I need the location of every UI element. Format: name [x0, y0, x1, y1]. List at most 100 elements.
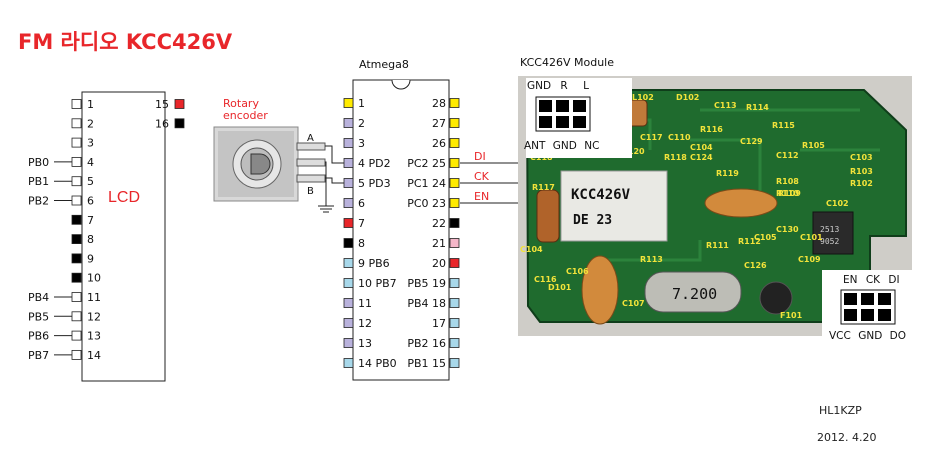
lcd-pin-15-number: 15 — [155, 98, 169, 111]
bottom-header-label-vcc: VCC — [829, 330, 851, 342]
silkscreen-label-32: C107 — [622, 299, 645, 308]
mcu-right-pin-24-marker — [449, 178, 460, 188]
kcc426v-module: KCC426V Module KCC426V DE 23 7.200 2513 … — [518, 56, 914, 346]
lcd-pin-1-number: 1 — [87, 98, 94, 111]
bottom-header-pin-r2-c1 — [844, 309, 857, 321]
mcu-right-pin-25-marker — [449, 158, 460, 168]
silkscreen-label-22: R111 — [706, 241, 729, 250]
module-electrolytic-capacitor — [759, 281, 793, 315]
mcu-left-pin-3-label: 3 — [358, 137, 365, 150]
lcd-pin-10-number: 10 — [87, 272, 101, 285]
silkscreen-label-31: C109 — [798, 255, 821, 264]
silkscreen-label-5: R105 — [802, 141, 825, 150]
mcu-right-pin-18-label: PB4 18 — [407, 297, 446, 310]
bottom-header-pin-r1-c2 — [861, 293, 874, 305]
silkscreen-label-26: C104 — [520, 245, 543, 254]
mcu-right-pin-16-marker — [449, 338, 460, 348]
module-small-ic-text-1: 2513 — [820, 225, 839, 234]
author-callsign: HL1KZP — [819, 404, 862, 417]
encoder-label-line2: encoder — [223, 109, 268, 122]
encoder-pin-b-label: B — [307, 186, 314, 197]
mcu-left-pin-8-marker — [343, 238, 354, 248]
lcd-pin-6-number: 6 — [87, 195, 94, 208]
silkscreen-label-15: C124 — [690, 153, 713, 162]
lcd-pin-5-number: 5 — [87, 175, 94, 188]
lcd-pin-9-marker — [71, 253, 82, 264]
silkscreen-label-10: C104 — [690, 143, 713, 152]
mcu-left-pin-9-marker — [343, 258, 354, 268]
encoder-pin-a-label: A — [307, 133, 314, 144]
lcd-pin-2-marker — [71, 118, 82, 129]
top-header-bottom-labels: ANT GND NC — [524, 140, 599, 152]
lcd-pin-6-net: PB2 — [28, 195, 49, 208]
mcu-right-pin-20-marker — [449, 258, 460, 268]
lcd-pin-7-marker — [71, 214, 82, 225]
silkscreen-label-17: C120 — [622, 147, 645, 156]
lcd-pin-1-marker — [71, 99, 82, 109]
silkscreen-label-6: C103 — [850, 153, 873, 162]
mcu-left-pin-4-marker — [343, 158, 354, 168]
mcu-left-pin-6-label: 6 — [358, 197, 365, 210]
bottom-header-pin-r2-c3 — [878, 309, 891, 321]
mcu-left-pin-2-marker — [343, 118, 354, 128]
silkscreen-label-23: R112 — [738, 237, 761, 246]
bottom-header-label-en: EN — [843, 274, 858, 286]
silkscreen-label-33: F101 — [780, 311, 803, 320]
mcu-left-pin-12-marker — [343, 318, 354, 328]
mcu-right-pin-18-marker — [449, 298, 460, 308]
lcd-body — [81, 91, 166, 382]
silkscreen-label-21: R110 — [776, 189, 799, 198]
mcu-right-pin-28-marker — [449, 98, 460, 108]
bottom-header-pin-r1-c3 — [878, 293, 891, 305]
mcu-left-pin-10-label: 10 PB7 — [358, 277, 397, 290]
top-header-pin-r2-c1 — [539, 116, 552, 128]
module-capacitor-orange-right — [704, 188, 778, 218]
mcu-right-pin-26-marker — [449, 138, 460, 148]
silkscreen-label-4: R115 — [772, 121, 795, 130]
mcu-right-pin-20-label: 20 — [432, 257, 446, 270]
encoder-wire-b — [325, 177, 345, 184]
silkscreen-label-18: C117 — [640, 133, 663, 142]
mcu-right-pin-23-label: PC0 23 — [407, 197, 446, 210]
top-header-pin-r1-c1 — [539, 100, 552, 112]
bottom-header-pin-r2-c2 — [861, 309, 874, 321]
module-small-ic-text-2: 9052 — [820, 237, 839, 246]
silkscreen-label-1: D102 — [676, 93, 699, 102]
mcu-left-pin-7-marker — [343, 218, 354, 228]
silkscreen-label-24: R108 — [776, 177, 799, 186]
lcd-pin-8-number: 8 — [87, 233, 94, 246]
mcu-left-pin-12-label: 12 — [358, 317, 372, 330]
module-main-chip — [560, 170, 668, 242]
silkscreen-label-7: R103 — [850, 167, 873, 176]
page-title: FM 라디오 KCC426V — [18, 30, 233, 54]
module-coil-left — [536, 189, 560, 243]
silkscreen-label-9: C112 — [776, 151, 799, 160]
module-chip-text-1: KCC426V — [571, 187, 631, 203]
silkscreen-label-16: R119 — [716, 169, 739, 178]
author-date: 2012. 4.20 — [817, 431, 877, 444]
lcd-pin-7-number: 7 — [87, 214, 94, 227]
silkscreen-label-35: C105 — [754, 233, 777, 242]
silkscreen-label-3: R114 — [746, 103, 769, 112]
mcu-notch — [391, 79, 411, 90]
silkscreen-label-28: R113 — [640, 255, 663, 264]
silkscreen-label-38: C102 — [826, 199, 849, 208]
encoder-wire-a — [325, 145, 345, 164]
top-header-label-r: R — [560, 80, 567, 92]
mcu-right-pin-15-label: PB1 15 — [407, 357, 446, 370]
mcu-left-pin-8-label: 8 — [358, 237, 365, 250]
mcu-left-pin-3-marker — [343, 138, 354, 148]
lcd-pin-13-marker — [71, 330, 82, 341]
silkscreen-label-29: C116 — [534, 275, 557, 284]
lcd-module: LCD 1234PB05PB16PB27891011PB412PB513PB61… — [28, 91, 185, 382]
module-capacitor-orange-left — [581, 255, 619, 325]
lcd-pin-15-marker — [174, 99, 185, 109]
mcu-left-pin-6-marker — [343, 198, 354, 208]
silkscreen-label-12: R116 — [700, 125, 723, 134]
mcu-right-pin-22-label: 22 — [432, 217, 446, 230]
mcu-left-pin-4-label: 4 PD2 — [358, 157, 391, 170]
silkscreen-label-8: R102 — [850, 179, 873, 188]
top-header-label-l: L — [583, 80, 589, 92]
mcu-right-pin-17-label: 17 — [432, 317, 446, 330]
